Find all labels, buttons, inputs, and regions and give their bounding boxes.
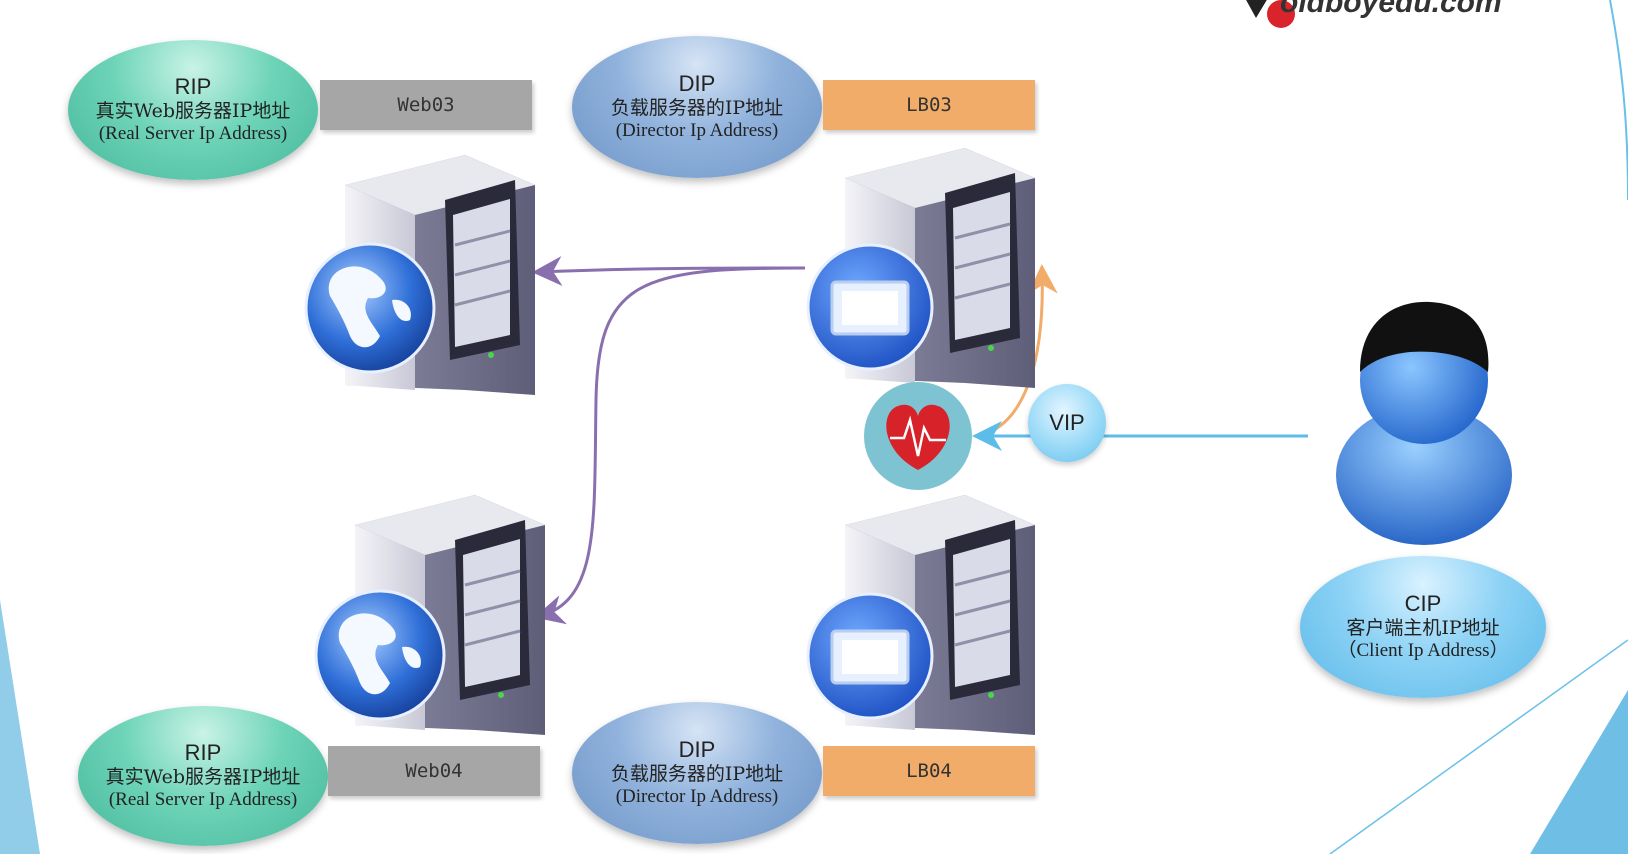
heartbeat-icon [864,382,972,490]
server-tag-lb04: LB04 [823,746,1035,796]
user-icon [1336,301,1512,545]
monitor-icon-lb03 [806,243,934,371]
dip-ellipse-lb04: DIP 负载服务器的IP地址 (Director Ip Address) [572,702,822,844]
dip-en-label: (Director Ip Address) [615,786,779,808]
rip-ellipse-web03: RIP 真实Web服务器IP地址 (Real Server Ip Address… [68,40,318,180]
dip-en-label: (Director Ip Address) [615,120,779,142]
dip-ellipse-lb03: DIP 负载服务器的IP地址 (Director Ip Address) [572,36,822,178]
cip-title: CIP [1404,591,1442,616]
rip-cn-label: 真实Web服务器IP地址 [95,100,291,123]
dip-cn-label: 负载服务器的IP地址 [610,763,784,786]
globe-icon-web03 [304,242,436,374]
cip-cn-label: 客户端主机IP地址 [1346,617,1500,640]
rip-title: RIP [174,74,212,99]
rip-en-label: (Real Server Ip Address) [98,123,288,145]
arrow-lb03-to-web04 [534,266,806,625]
dip-title: DIP [678,737,716,762]
rip-cn-label: 真实Web服务器IP地址 [105,766,301,789]
dip-cn-label: 负载服务器的IP地址 [610,97,784,120]
monitor-icon-lb04 [806,592,934,720]
cip-ellipse-client: CIP 客户端主机IP地址 （Client Ip Address） [1300,556,1546,698]
rip-ellipse-web04: RIP 真实Web服务器IP地址 (Real Server Ip Address… [78,706,328,846]
vip-node: VIP [1028,384,1106,462]
cip-en-label: （Client Ip Address） [1337,640,1509,662]
rip-title: RIP [184,740,222,765]
rip-en-label: (Real Server Ip Address) [108,789,298,811]
server-tag-web04: Web04 [328,746,540,796]
server-tag-web03: Web03 [320,80,532,130]
logo-text: oldboyedu.com [1280,0,1502,19]
dip-title: DIP [678,71,716,96]
globe-icon-web04 [314,589,446,721]
server-tag-lb03: LB03 [823,80,1035,130]
logo-icon [1246,0,1295,28]
